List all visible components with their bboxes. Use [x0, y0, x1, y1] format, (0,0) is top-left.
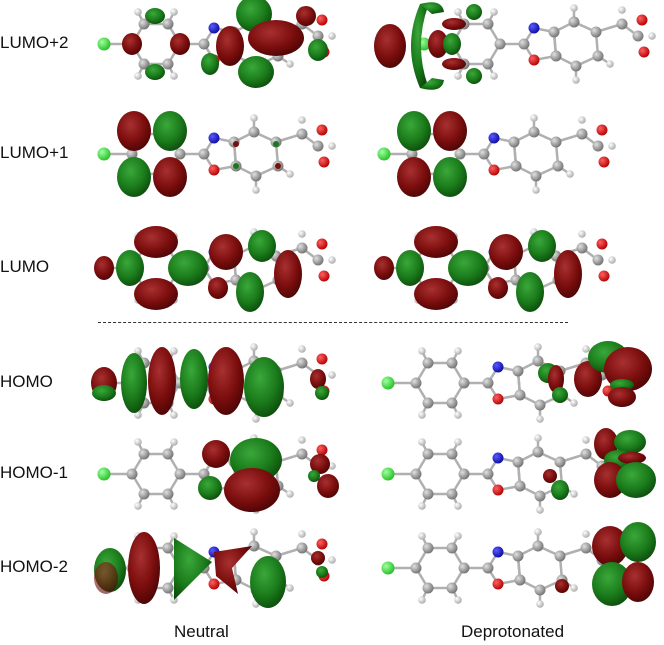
orbital-lumo-plus-2-deprotonated	[372, 0, 662, 94]
row-label-lumo-plus-2: LUMO+2	[0, 33, 69, 52]
orbital-homo-neutral	[82, 333, 342, 433]
column-label-deprotonated: Deprotonated	[461, 622, 565, 641]
orbital-lumo-deprotonated	[372, 218, 662, 318]
homo-lumo-divider	[98, 322, 568, 323]
orbital-homo-minus-2-deprotonated	[376, 518, 664, 618]
orbital-lumo-plus-2-neutral	[92, 0, 342, 94]
orbital-homo-deprotonated	[376, 333, 664, 433]
orbital-homo-minus-1-neutral	[92, 424, 342, 524]
row-label-homo-minus-1: HOMO-1	[0, 463, 68, 482]
orbital-lumo-plus-1-deprotonated	[372, 104, 662, 204]
row-label-homo-minus-2: HOMO-2	[0, 557, 68, 576]
column-label-neutral: Neutral	[174, 622, 229, 641]
row-label-homo: HOMO	[0, 372, 53, 391]
orbital-homo-minus-1-deprotonated	[376, 424, 664, 524]
orbital-lumo-neutral	[92, 218, 342, 318]
row-label-lumo-plus-1: LUMO+1	[0, 143, 69, 162]
row-label-lumo: LUMO	[0, 257, 50, 276]
orbital-homo-minus-2-neutral	[82, 518, 342, 618]
orbital-lumo-plus-1-neutral	[92, 104, 342, 204]
